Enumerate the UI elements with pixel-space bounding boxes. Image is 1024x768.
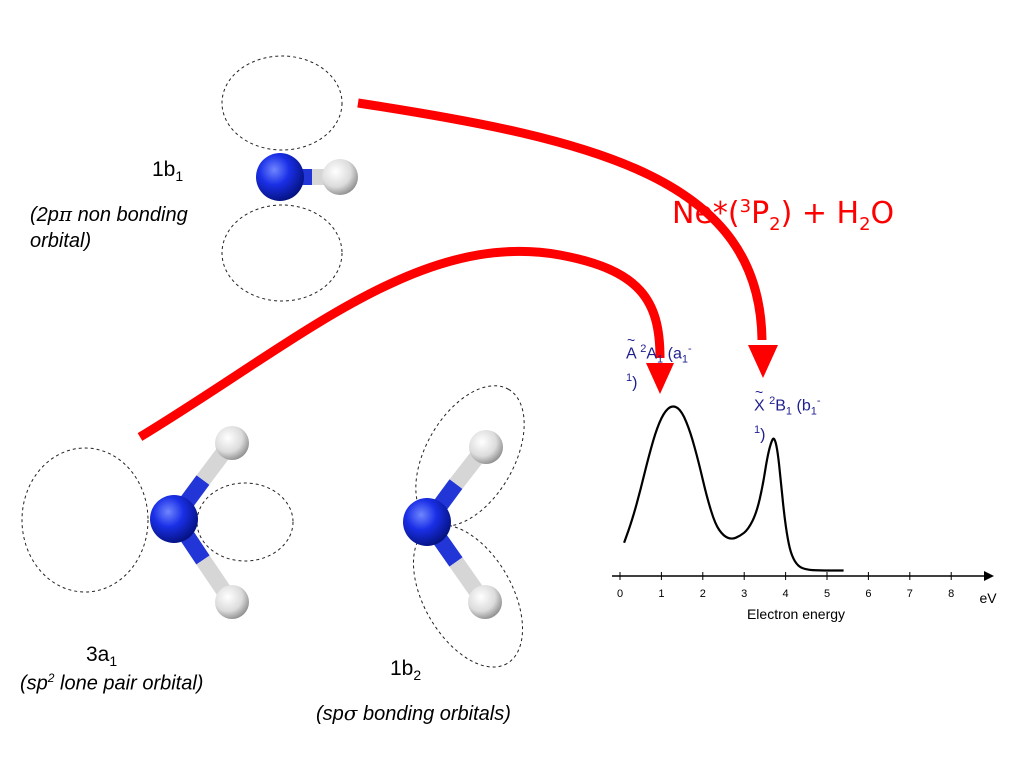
hydrogen-atom — [215, 585, 249, 619]
x-tick-label: 0 — [617, 588, 623, 600]
hydrogen-atom — [469, 430, 503, 464]
molecule-1b1 — [221, 55, 358, 302]
hydrogen-atom — [322, 159, 358, 195]
orbital-label-3a1: 3a1 — [86, 643, 118, 670]
reaction-label: Ne*(3P2) + H2O — [672, 196, 895, 235]
nitrogen-atom — [150, 495, 198, 543]
orbital-lobe-lower — [412, 524, 524, 668]
x-tick-label: 4 — [783, 588, 789, 600]
orbital-desc-1b2: (spσ bonding orbitals) — [316, 701, 511, 725]
orbital-desc-1b1: (2pπ non bonding orbital) — [30, 202, 188, 252]
molecule-3a1 — [21, 426, 294, 619]
state-label-X: ~ X 2B1 (b1- 1) — [754, 384, 821, 443]
x-tick-label: 1 — [658, 588, 664, 600]
arrow-3a1-to-A — [137, 246, 665, 441]
x-tick-label: 2 — [700, 588, 706, 600]
orbital-lobe-lower — [221, 204, 343, 302]
molecule-1b2 — [403, 385, 525, 668]
arrow-1b1-to-X — [357, 98, 767, 341]
hydrogen-atom — [215, 426, 249, 460]
orbital-lobe-lone-pair — [21, 447, 149, 593]
x-axis-label: Electron energy — [747, 606, 845, 622]
spectrum-series-line — [623, 405, 844, 572]
x-tick-label: 5 — [824, 588, 830, 600]
orbital-label-1b2: 1b2 — [390, 657, 422, 684]
orbital-desc-3a1: (sp2 lone pair orbital) — [20, 671, 204, 695]
nitrogen-atom — [256, 153, 304, 201]
x-axis-unit: eV — [979, 590, 997, 606]
x-tick-label: 6 — [865, 588, 871, 600]
x-tick-label: 8 — [948, 588, 954, 600]
arrow-head-A — [646, 363, 674, 394]
hydrogen-atom — [468, 585, 502, 619]
nitrogen-atom — [403, 498, 451, 546]
arrow-head-X — [748, 345, 778, 378]
tilde-mark: ~ — [627, 332, 636, 348]
arrows — [137, 98, 778, 441]
x-tick-label: 3 — [741, 588, 747, 600]
x-axis-arrowhead — [984, 571, 994, 581]
x-tick-label: 7 — [907, 588, 913, 600]
orbital-lobe-upper — [221, 55, 343, 151]
orbital-label-1b1: 1b1 — [152, 158, 184, 185]
state-label-A: ~ A 2A1 (a1- 1) — [626, 332, 692, 391]
orbital-lobe-small — [196, 482, 294, 562]
tilde-mark: ~ — [755, 384, 764, 400]
